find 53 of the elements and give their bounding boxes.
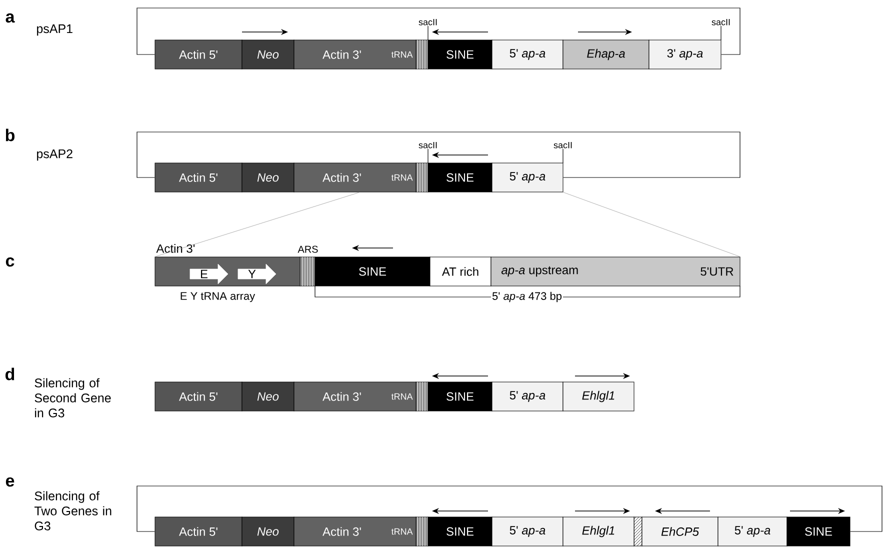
segment-box: SINE — [428, 382, 492, 412]
length-label: 5' ap-a 473 bp — [491, 290, 563, 304]
segment-box: Actin 5' — [154, 382, 242, 412]
node-label: sacII — [418, 19, 437, 40]
segment-box: 5' ap-a — [718, 516, 788, 546]
construct-name: psAP2 — [37, 149, 72, 161]
segment-box: EhCP5 — [642, 516, 718, 546]
construct-name: Silencing of Second Gene in G3 — [34, 378, 111, 418]
construct-name: psAP1 — [37, 24, 72, 36]
panel-letter: c — [6, 257, 14, 267]
segment-box: Actin 5' — [154, 40, 242, 70]
segment-box: Neo — [242, 516, 294, 546]
segment-box: Actin 5' — [154, 516, 242, 546]
panel-letter: d — [6, 368, 14, 380]
panel-letter: a — [6, 13, 15, 23]
plasmid-backbone — [136, 486, 882, 532]
segment-box: SINE — [314, 256, 430, 286]
arrow-block: E — [190, 264, 228, 284]
segment-box: 5' ap-a — [492, 516, 564, 546]
segment-box: Actin 3' tRNA — [294, 162, 416, 192]
segment-box: Neo — [242, 382, 294, 412]
segment-box: SINE — [786, 516, 850, 546]
panel-letter: b — [6, 128, 14, 142]
node-label: sacII — [712, 19, 730, 40]
plasmid-backbone — [136, 132, 740, 178]
node-label: sacII — [554, 142, 572, 164]
segment-box: ap-a upstream 5'UTR — [490, 256, 740, 286]
segment-box: SINE — [428, 516, 492, 546]
segment-box: 5' ap-a — [492, 382, 564, 412]
segment-box: Ehlgl1 — [562, 516, 634, 546]
zoom-line — [154, 192, 360, 257]
construct-name: Silencing of Two Genes in G3 — [34, 491, 112, 530]
segment-box: Ehap-a — [562, 40, 650, 70]
segment-box: SINE — [428, 162, 492, 192]
segment-box: Actin 5' — [154, 162, 242, 192]
segment-box: Actin 3' tRNA — [294, 40, 416, 70]
segment-box: Actin 3' tRNA — [294, 516, 416, 546]
segment-box: Neo — [242, 162, 294, 192]
segment-box: Neo — [242, 40, 294, 70]
region-label: ARS — [298, 246, 318, 253]
segment-box: SINE — [428, 40, 492, 70]
panel-letter: e — [6, 477, 14, 487]
node-label: sacII — [418, 142, 437, 164]
segment-box: AT rich — [430, 256, 492, 286]
plasmid-backbone — [136, 8, 740, 55]
node-label: E Y tRNA array — [180, 292, 256, 302]
segment-box: Ehlgl1 — [562, 382, 634, 412]
arrow-block: Y — [238, 264, 276, 284]
segment-box: 5' ap-a — [492, 40, 564, 70]
segment-box: 3' ap-a — [648, 40, 722, 70]
zoom-line — [563, 192, 740, 257]
segment-box: 5' ap-a — [492, 162, 564, 192]
segment-box: Actin 3' tRNA — [294, 382, 416, 412]
